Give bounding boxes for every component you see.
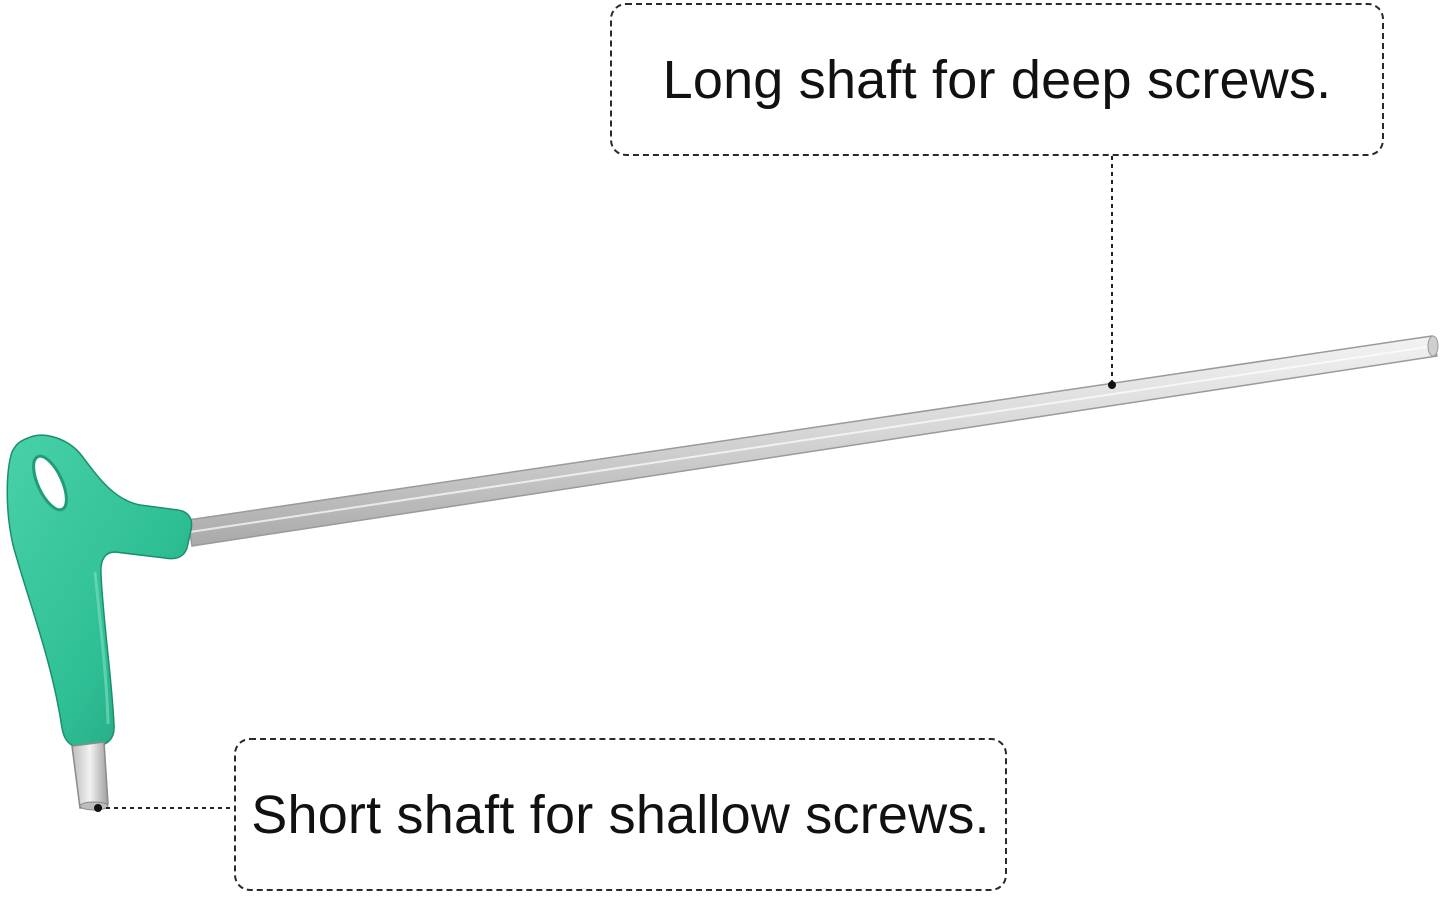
callout-short-shaft: Short shaft for shallow screws. xyxy=(234,738,1007,891)
callout-long-shaft: Long shaft for deep screws. xyxy=(610,3,1384,156)
leader-lines xyxy=(94,156,1116,812)
t-handle xyxy=(6,434,193,748)
callout-long-shaft-text: Long shaft for deep screws. xyxy=(662,49,1332,110)
leader-dot-short xyxy=(94,804,102,812)
callout-short-shaft-text: Short shaft for shallow screws. xyxy=(251,784,990,845)
leader-dot-long xyxy=(1108,381,1116,389)
long-shaft xyxy=(187,335,1439,547)
short-shaft xyxy=(71,741,109,811)
